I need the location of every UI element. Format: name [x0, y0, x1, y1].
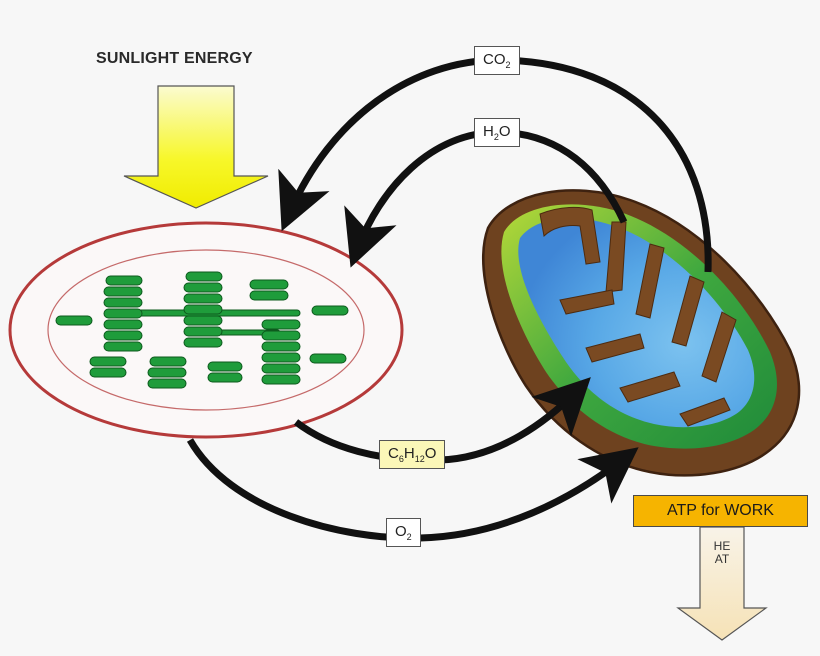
heat-arrow: [676, 526, 768, 641]
co2-label: CO2: [474, 46, 520, 75]
sunlight-arrow: [123, 85, 269, 209]
heat-label: HEAT: [713, 539, 731, 566]
cristae: [539, 206, 737, 427]
o2-label: O2: [386, 518, 421, 547]
chloroplast: [8, 221, 404, 439]
glucose-label: C6H12O: [379, 440, 446, 469]
h2o-label: H2O: [474, 118, 520, 147]
thylakoid-stacks: [55, 271, 349, 389]
atp-for-work-box: ATP for WORK: [633, 495, 808, 527]
sunlight-energy-label: SUNLIGHT ENERGY: [96, 50, 253, 67]
